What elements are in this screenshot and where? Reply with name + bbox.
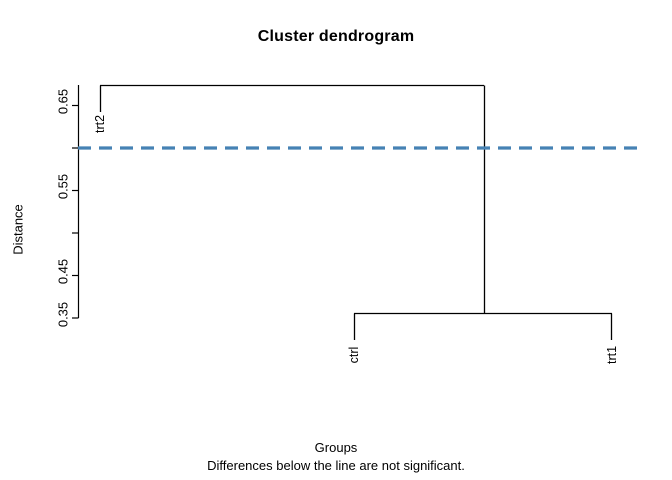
x-axis-title: Groups [314, 440, 358, 455]
page-title: Cluster dendrogram [257, 28, 415, 45]
dendrogram-tree [99, 84, 613, 340]
x-axis-subtitle: Differences below the line are not signi… [207, 458, 465, 473]
y-axis [72, 85, 80, 319]
